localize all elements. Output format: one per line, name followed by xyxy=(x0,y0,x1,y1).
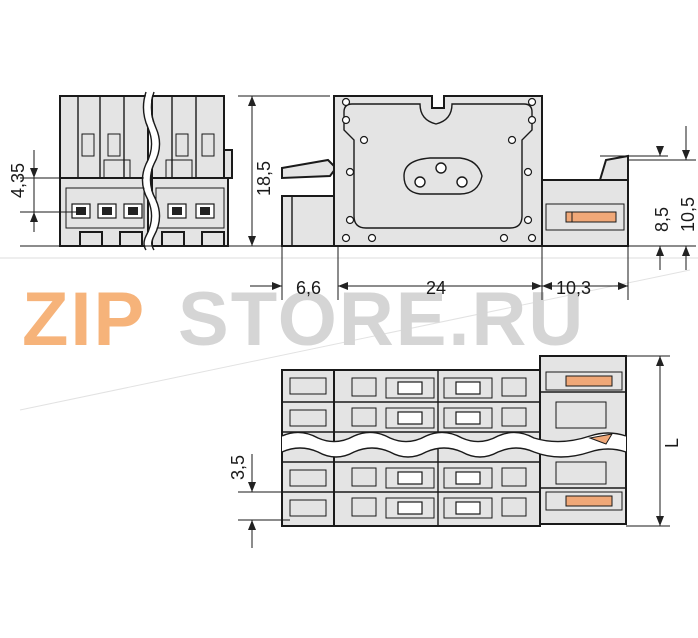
top-release-slot-1 xyxy=(565,375,613,387)
watermark: ZIP STORE.RU xyxy=(0,257,698,411)
dimension-label-10-3: 10,3 xyxy=(556,278,591,298)
top-view xyxy=(281,355,627,527)
dimension-18-5: 18,5 xyxy=(238,95,330,246)
dimension-4-35: 4,35 xyxy=(8,150,80,232)
dimension-label-18-5: 18,5 xyxy=(254,161,274,196)
side-release-slot xyxy=(565,211,617,223)
side-view xyxy=(281,95,629,247)
dimension-label-6-6: 6,6 xyxy=(296,278,321,298)
dimension-label-10-5: 10,5 xyxy=(678,197,698,232)
side-left-block xyxy=(281,195,339,247)
front-view xyxy=(59,91,233,252)
dimension-10-5: 10,5 xyxy=(628,126,698,270)
top-clamps xyxy=(351,370,527,526)
side-latch xyxy=(281,158,338,180)
dimension-label-8-5: 8,5 xyxy=(652,207,672,232)
dimension-horizontal: 6,6 24 10,3 xyxy=(250,246,629,300)
dimension-label-L: L xyxy=(662,438,682,448)
dimension-label-3-5: 3,5 xyxy=(228,455,248,480)
watermark-text-zip: ZIP xyxy=(22,277,146,362)
dimension-label-4-35: 4,35 xyxy=(8,163,28,198)
dimension-label-24: 24 xyxy=(426,278,446,298)
dimension-8-5: 8,5 xyxy=(600,146,672,270)
dimension-L: L xyxy=(626,355,682,527)
dimension-3-5: 3,5 xyxy=(228,454,290,548)
top-release-slot-2 xyxy=(565,495,613,507)
front-clamp-openings xyxy=(71,203,215,219)
watermark-text-store: STORE.RU xyxy=(178,277,585,362)
